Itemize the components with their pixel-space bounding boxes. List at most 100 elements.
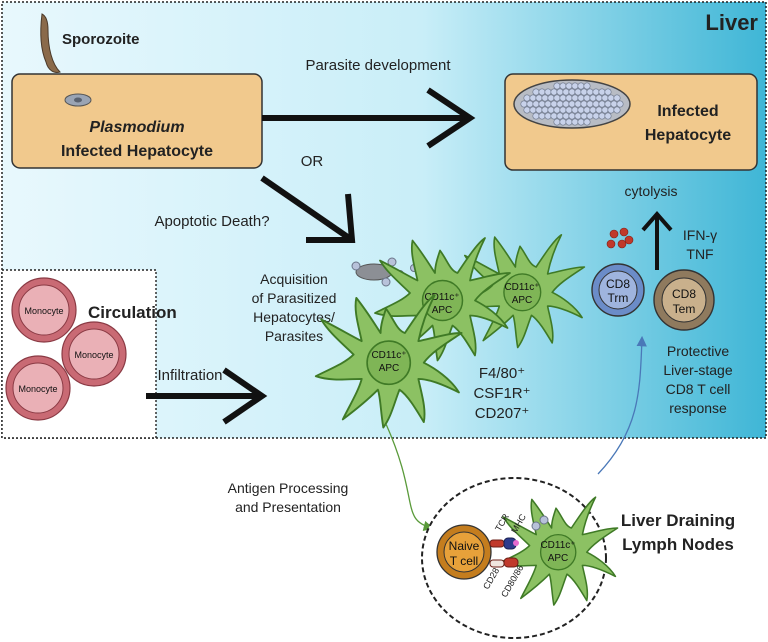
- merozoite: [574, 112, 582, 120]
- apc-label: APC: [379, 363, 400, 374]
- protective-line3: CD8 T cell: [666, 381, 731, 397]
- merozoite: [583, 82, 591, 90]
- apc-label: APC: [512, 295, 533, 306]
- merozoite: [610, 100, 618, 108]
- sporozoite-label: Sporozoite: [62, 31, 140, 48]
- merozoite: [565, 118, 573, 126]
- monocyte-cell: [61, 321, 127, 387]
- merozoite: [595, 94, 603, 102]
- merozoite: [562, 100, 570, 108]
- merozoite: [577, 118, 585, 126]
- merozoite: [592, 88, 600, 96]
- merozoite: [604, 100, 612, 108]
- merozoite: [544, 88, 552, 96]
- merozoite: [553, 118, 561, 126]
- merozoite: [601, 106, 609, 114]
- antigen-processing-line1: Antigen Processing: [228, 480, 349, 496]
- merozoite: [553, 106, 561, 114]
- merozoite: [598, 100, 606, 108]
- merozoite: [523, 94, 531, 102]
- monocyte-label: Monocyte: [24, 306, 63, 316]
- priming-path-arrow: [597, 335, 647, 475]
- cytolysis-arrow: [641, 210, 673, 270]
- merozoite: [577, 94, 585, 102]
- merozoite: [562, 88, 570, 96]
- merozoite: [556, 100, 564, 108]
- merozoite: [565, 106, 573, 114]
- tnf-label: TNF: [686, 246, 713, 262]
- merozoite: [562, 112, 570, 120]
- merozoite: [559, 106, 567, 114]
- merozoite: [559, 82, 567, 90]
- merozoite: [580, 112, 588, 120]
- merozoite: [550, 112, 558, 120]
- plasmodium-label: Plasmodium: [89, 119, 184, 136]
- merozoite: [532, 112, 540, 120]
- merozoite: [586, 88, 594, 96]
- merozoite: [538, 112, 546, 120]
- merozoite: [586, 100, 594, 108]
- monocyte-cell: [5, 355, 71, 421]
- infected-hepatocyte-right-line2: Hepatocyte: [645, 127, 731, 144]
- or-label: OR: [301, 153, 324, 170]
- merozoite: [598, 112, 606, 120]
- merozoite: [547, 106, 555, 114]
- ifn-label: IFN-γ: [683, 227, 717, 243]
- merozoite: [541, 94, 549, 102]
- merozoite: [532, 88, 540, 96]
- merozoite: [571, 106, 579, 114]
- protective-line2: Liver-stage: [663, 362, 732, 378]
- merozoite: [592, 112, 600, 120]
- merozoite: [571, 118, 579, 126]
- merozoite: [556, 112, 564, 120]
- merozoite: [580, 100, 588, 108]
- apc-label: APC: [548, 553, 569, 564]
- merozoite: [532, 100, 540, 108]
- antigen-path-arrow: [385, 423, 435, 532]
- merozoite: [613, 106, 621, 114]
- merozoite: [565, 94, 573, 102]
- acquisition-line2: of Parasitized: [252, 290, 337, 306]
- acquisition-line1: Acquisition: [260, 271, 328, 287]
- merozoite: [601, 94, 609, 102]
- lymph-title-line1: Liver Draining: [621, 511, 735, 530]
- infiltration-label: Infiltration: [157, 367, 222, 384]
- merozoite: [520, 100, 528, 108]
- sporozoite-icon: [40, 13, 61, 73]
- merozoite: [553, 94, 561, 102]
- cd8-trm-line1: CD8: [606, 277, 630, 291]
- merozoite: [571, 82, 579, 90]
- merozoite: [586, 112, 594, 120]
- development-arrow: [262, 87, 476, 149]
- naive-line2: T cell: [450, 554, 478, 568]
- merozoite: [583, 94, 591, 102]
- merozoite: [589, 94, 597, 102]
- merozoite: [568, 100, 576, 108]
- merozoite: [616, 100, 624, 108]
- marker-f480: F4/80⁺: [479, 365, 525, 382]
- cd8-trm-line2: Trm: [608, 291, 629, 305]
- apoptosis-arrow: [260, 175, 356, 243]
- merozoite: [577, 106, 585, 114]
- cytokine-granules-icon: [606, 227, 634, 249]
- merozoite: [571, 94, 579, 102]
- apc-label: CD11c⁺: [424, 292, 459, 303]
- marker-cd207: CD207⁺: [475, 405, 530, 422]
- acquisition-line4: Parasites: [265, 328, 323, 344]
- merozoite: [583, 118, 591, 126]
- apoptotic-death-label: Apoptotic Death?: [154, 213, 269, 230]
- merozoite: [526, 100, 534, 108]
- merozoite: [568, 112, 576, 120]
- apc-label: CD11c⁺: [540, 540, 575, 551]
- cd8-tem-line2: Tem: [673, 302, 696, 316]
- merozoite: [604, 88, 612, 96]
- merozoite: [568, 88, 576, 96]
- merozoite: [523, 106, 531, 114]
- naive-line1: Naive: [449, 539, 480, 553]
- acquisition-line3: Hepatocytes/: [253, 309, 335, 325]
- merozoites-icon: [520, 82, 624, 126]
- merozoite: [559, 118, 567, 126]
- merozoite: [604, 112, 612, 120]
- apc-label: CD11c⁺: [371, 350, 406, 361]
